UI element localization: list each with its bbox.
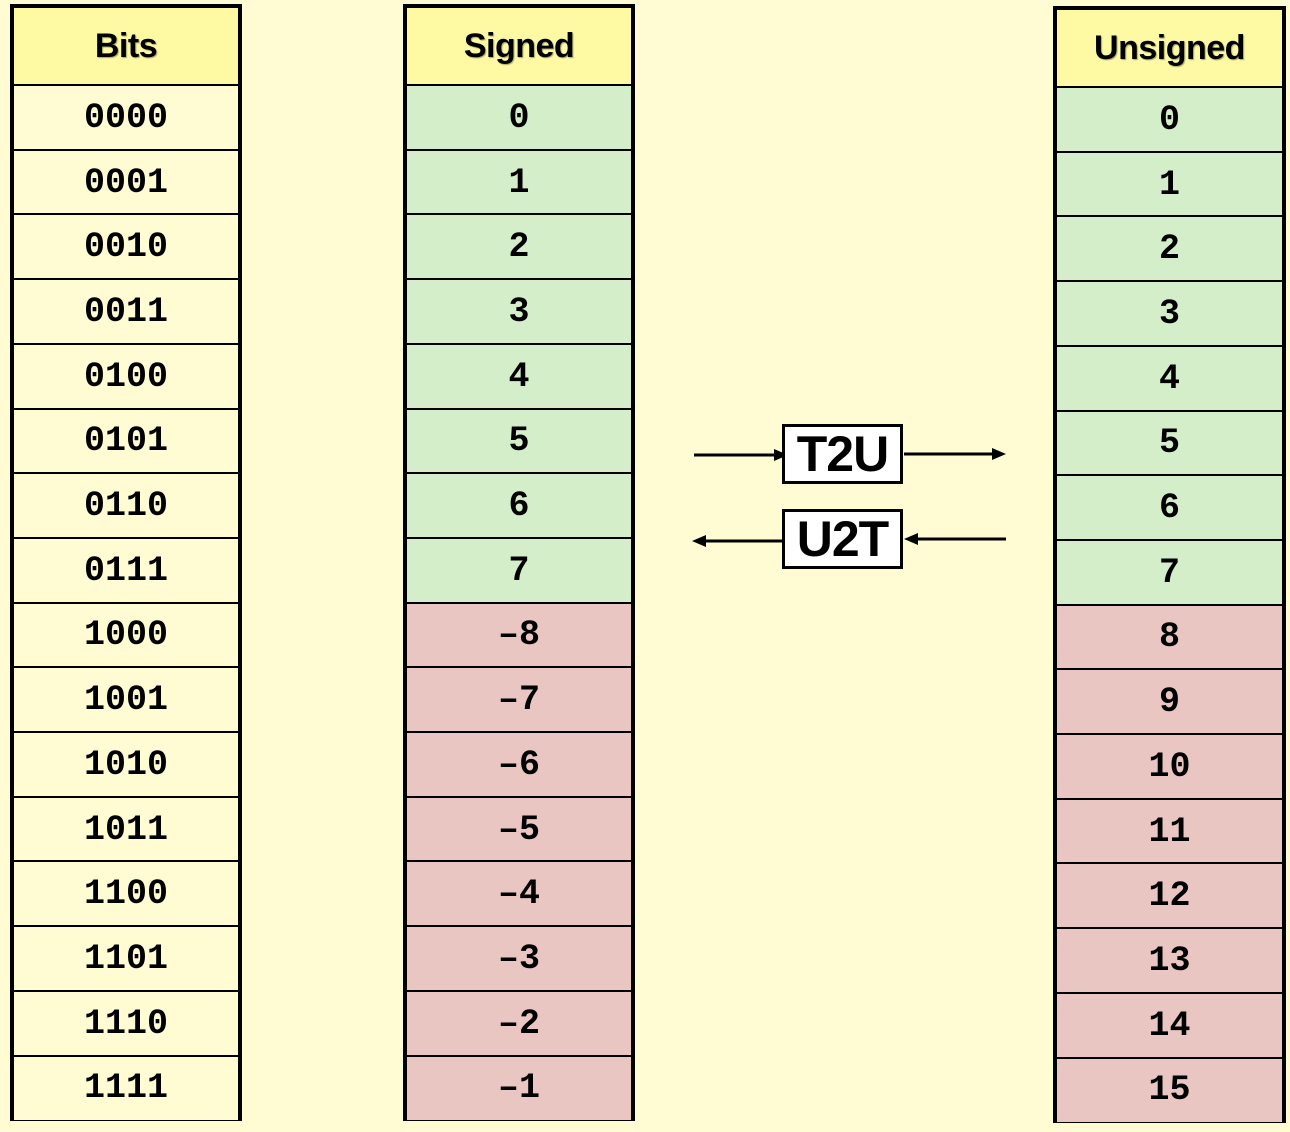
unsigned-header: Unsigned [1057,10,1282,86]
signed-header: Signed [407,8,631,84]
signed-cell: –2 [407,989,631,1056]
bits-cell: 0001 [14,148,238,215]
signed-cell: –1 [407,1054,631,1121]
unsigned-cell: 13 [1057,927,1282,993]
unsigned-cell: 10 [1057,733,1282,799]
unsigned-cell: 2 [1057,215,1282,282]
u2t-arrow [692,533,1006,547]
unsigned-cell: 3 [1057,280,1282,346]
bits-cell: 0111 [14,536,238,603]
bits-cell: 1101 [14,925,238,991]
bits-cell: 0010 [14,213,238,280]
unsigned-cell: 14 [1057,991,1282,1058]
signed-cell: 5 [407,407,631,474]
bits-cell: 1000 [14,601,238,668]
unsigned-cell: 7 [1057,538,1282,605]
bits-cell: 1001 [14,666,238,732]
unsigned-cell: 6 [1057,474,1282,540]
signed-cell: 3 [407,278,631,344]
bits-cell: 0100 [14,342,238,409]
bits-cell: 1100 [14,860,238,927]
bits-cell: 1110 [14,989,238,1056]
bits-cell: 0101 [14,407,238,474]
signed-cell: 7 [407,536,631,603]
signed-cell: –7 [407,666,631,732]
unsigned-cell: 15 [1057,1056,1282,1123]
signed-cell: 1 [407,148,631,215]
bits-cell: 1010 [14,731,238,797]
t2u-arrow [694,448,1006,461]
unsigned-cell: 5 [1057,409,1282,476]
signed-cell: –4 [407,860,631,927]
signed-cell: 0 [407,84,631,150]
signed-cell: 4 [407,342,631,409]
bits-header: Bits [14,8,238,84]
u2t-conversion: U2T [692,509,1008,569]
bits-cell: 1011 [14,795,238,862]
unsigned-cell: 9 [1057,668,1282,734]
unsigned-cell: 1 [1057,150,1282,217]
signed-cell: –8 [407,601,631,668]
t2u-label: T2U [782,424,903,484]
signed-cell: 2 [407,213,631,280]
signed-cell: –5 [407,795,631,862]
bits-cell: 0011 [14,278,238,344]
t2u-conversion: T2U [692,424,1008,484]
bits-cell: 0110 [14,472,238,538]
u2t-label: U2T [782,509,903,569]
signed-cell: –3 [407,925,631,991]
unsigned-cell: 0 [1057,86,1282,152]
unsigned-cell: 12 [1057,862,1282,929]
bits-cell: 0000 [14,84,238,150]
unsigned-cell: 11 [1057,797,1282,864]
unsigned-cell: 4 [1057,344,1282,411]
unsigned-cell: 8 [1057,603,1282,670]
signed-cell: 6 [407,472,631,538]
signed-cell: –6 [407,731,631,797]
bits-cell: 1111 [14,1054,238,1121]
